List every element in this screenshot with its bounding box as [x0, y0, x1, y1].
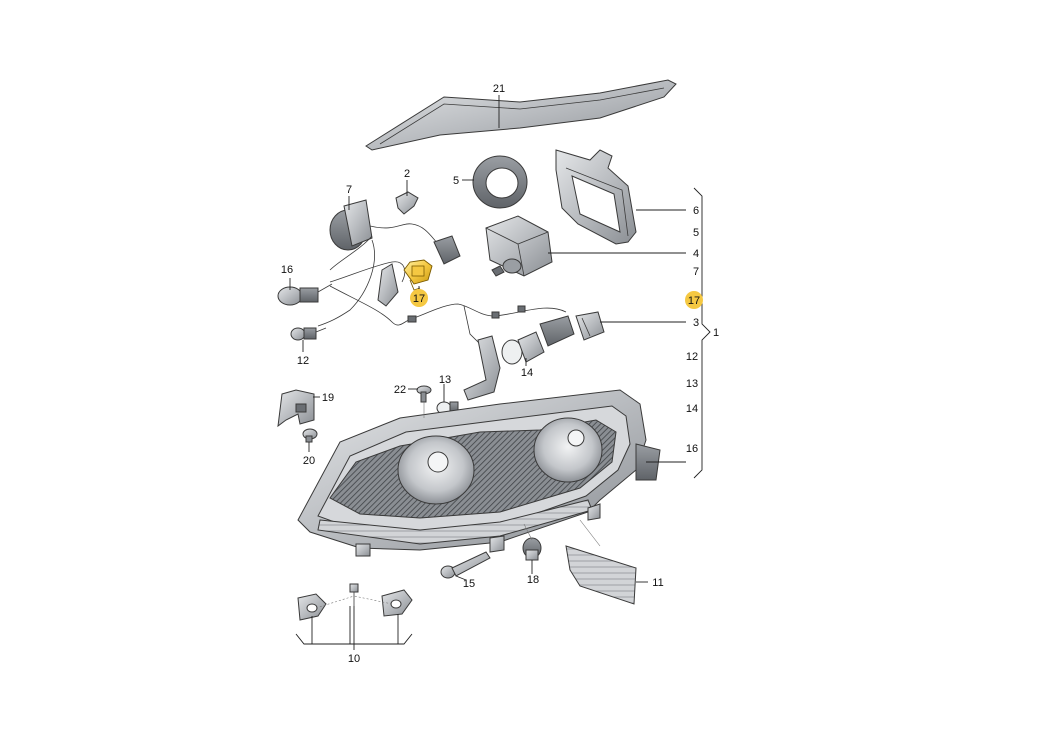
- list-3: 3: [693, 317, 699, 329]
- part-20-screw: [302, 428, 318, 443]
- part-2-clip: [395, 191, 419, 215]
- list-1: 1: [713, 327, 719, 339]
- part-22-screw: [416, 385, 432, 403]
- part-17-highlighted-bulb: [403, 259, 433, 291]
- list-14: 14: [686, 403, 698, 415]
- part-11-lens-panel: [565, 545, 637, 605]
- part-6-housing-frame: [555, 149, 637, 245]
- callout-20: 20: [303, 455, 315, 467]
- list-16: 16: [686, 443, 698, 455]
- list-17: 17: [688, 295, 700, 307]
- callout-2: 2: [404, 168, 410, 180]
- part-7-harness-connector: [317, 199, 461, 327]
- callout-16-left: 16: [281, 264, 293, 276]
- callout-10: 10: [348, 653, 360, 665]
- part-21-cover-strip: [365, 79, 677, 151]
- part-5-seal-ring: [472, 155, 528, 209]
- leader-lines: [289, 95, 711, 650]
- callout-18: 18: [527, 574, 539, 586]
- list-13: 13: [686, 378, 698, 390]
- part-16-bulb: [277, 283, 333, 306]
- list-5: 5: [693, 227, 699, 239]
- part-19-bracket: [277, 389, 315, 428]
- callout-labels: 21 7 2 5 6 5 4 7 17 3 1 12 13 14 16 16 1…: [281, 83, 719, 665]
- list-4: 4: [693, 248, 699, 260]
- callout-17-highlight: [410, 289, 428, 307]
- part-4-leveling-motor: [485, 215, 553, 277]
- part-12-bulb: [290, 327, 327, 341]
- headlight-housing: [297, 389, 661, 557]
- part-10-repair-kit: [297, 583, 413, 621]
- list-12: 12: [686, 351, 698, 363]
- callout-7-left: 7: [346, 184, 352, 196]
- part-3-bulb-socket: [575, 311, 605, 341]
- part-14-main-bulb: [501, 315, 575, 365]
- callout-19: 19: [322, 392, 334, 404]
- callout-15: 15: [463, 578, 475, 590]
- callout-17-left: 17: [413, 293, 425, 305]
- callout-12-left: 12: [297, 355, 309, 367]
- callout-5-left: 5: [453, 175, 459, 187]
- callout-13-mid: 13: [439, 374, 451, 386]
- list-7: 7: [693, 266, 699, 278]
- part-15-bolt: [440, 551, 491, 579]
- list-6: 6: [693, 205, 699, 217]
- callout-11: 11: [652, 577, 663, 589]
- callout-14-mid: 14: [521, 367, 533, 379]
- callout-21: 21: [493, 83, 505, 95]
- list-17-highlight: [685, 291, 703, 309]
- callout-22: 22: [394, 384, 406, 396]
- part-18-grommet: [522, 537, 542, 561]
- wiring-harness: [329, 261, 567, 401]
